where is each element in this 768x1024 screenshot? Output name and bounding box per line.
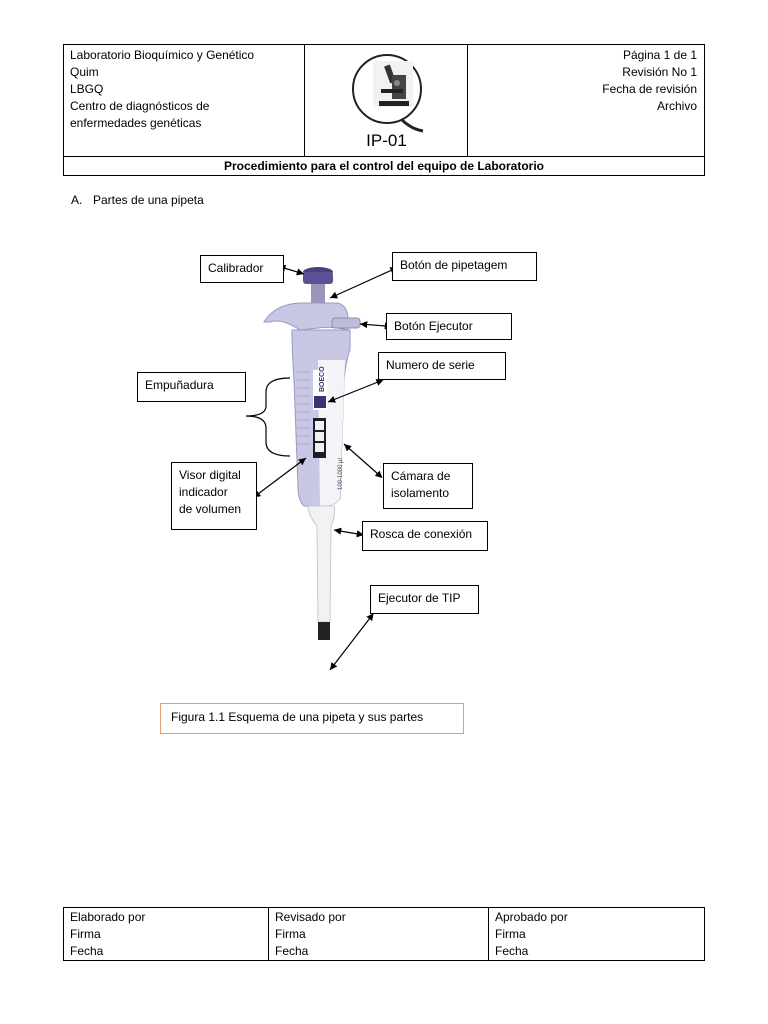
fecha-label: Fecha [275, 944, 309, 958]
page-number: Página 1 de 1 [622, 48, 697, 62]
visor-line: de volumen [179, 502, 242, 516]
brand-text: BOECO [319, 366, 326, 392]
column-title: Aprobado por [495, 910, 568, 924]
revision-info-cell: Página 1 de 1 Revisión No 1 Fecha de rev… [468, 45, 704, 156]
arrow-camara [343, 443, 383, 478]
fecha-label: Fecha [495, 944, 529, 958]
signature-column-aprobado: Aprobado por Firma Fecha [488, 908, 704, 960]
volume-text: 100-1000 µl [338, 458, 344, 490]
section-letter: A. [71, 193, 83, 207]
label-camara: Cámara de isolamento [383, 463, 473, 509]
document-title: Procedimiento para el control del equipo… [64, 156, 704, 175]
figure-caption: Figura 1.1 Esquema de una pipeta y sus p… [160, 703, 464, 734]
firma-label: Firma [70, 927, 101, 941]
signature-table: Elaborado por Firma Fecha Revisado por F… [63, 907, 705, 961]
visor-line: indicador [179, 485, 228, 499]
arrow-numero-serie [327, 379, 384, 403]
microscope-logo [352, 54, 424, 133]
label-boton-ejecutor: Botón Ejecutor [386, 313, 512, 340]
column-title: Elaborado por [70, 910, 146, 924]
arrow-boton-pipetagem [329, 267, 398, 299]
lab-name-line: Quim [70, 65, 99, 79]
label-numero-serie: Numero de serie [378, 352, 506, 380]
lab-name-line: Laboratorio Bioquímico y Genético [70, 48, 255, 62]
camara-line: isolamento [391, 486, 450, 500]
grip-bracket [245, 377, 291, 457]
logo-cell: IP-01 [305, 45, 468, 156]
label-rosca: Rosca de conexión [362, 521, 488, 551]
firma-label: Firma [275, 927, 306, 941]
label-ejecutor-tip: Ejecutor de TIP [370, 585, 479, 614]
revision-date: Fecha de revisión [602, 82, 697, 96]
signature-column-revisado: Revisado por Firma Fecha [268, 908, 488, 960]
label-calibrador: Calibrador [200, 255, 284, 283]
label-boton-pipetagem: Botón de pipetagem [392, 252, 537, 281]
fecha-label: Fecha [70, 944, 104, 958]
visor-line: Visor digital [179, 468, 241, 482]
arrow-ejecutor-tip [329, 613, 374, 671]
signature-column-elaborado: Elaborado por Firma Fecha [64, 908, 268, 960]
archive-label: Archivo [656, 99, 697, 113]
arrow-boton-ejecutor [359, 320, 392, 330]
document-header: Laboratorio Bioquímico y Genético Quim L… [63, 44, 705, 176]
camara-line: Cámara de [391, 469, 451, 483]
section-heading: A. Partes de una pipeta [71, 193, 204, 207]
center-name-line: enfermedades genéticas [70, 116, 202, 130]
arrow-calibrador [278, 264, 305, 276]
lab-acronym: LBGQ [70, 82, 104, 96]
arrow-rosca [333, 527, 364, 538]
document-code: IP-01 [366, 131, 407, 150]
label-visor: Visor digital indicador de volumen [171, 462, 257, 530]
lab-info-cell: Laboratorio Bioquímico y Genético Quim L… [64, 45, 305, 156]
pipette-illustration: BOECO 100-1000 µl [263, 267, 361, 640]
firma-label: Firma [495, 927, 526, 941]
section-title: Partes de una pipeta [93, 193, 204, 207]
center-name-line: Centro de diagnósticos de [70, 99, 210, 113]
label-empunadura: Empuñadura [137, 372, 246, 402]
arrow-visor [253, 457, 307, 498]
revision-number: Revisión No 1 [622, 65, 697, 79]
column-title: Revisado por [275, 910, 346, 924]
